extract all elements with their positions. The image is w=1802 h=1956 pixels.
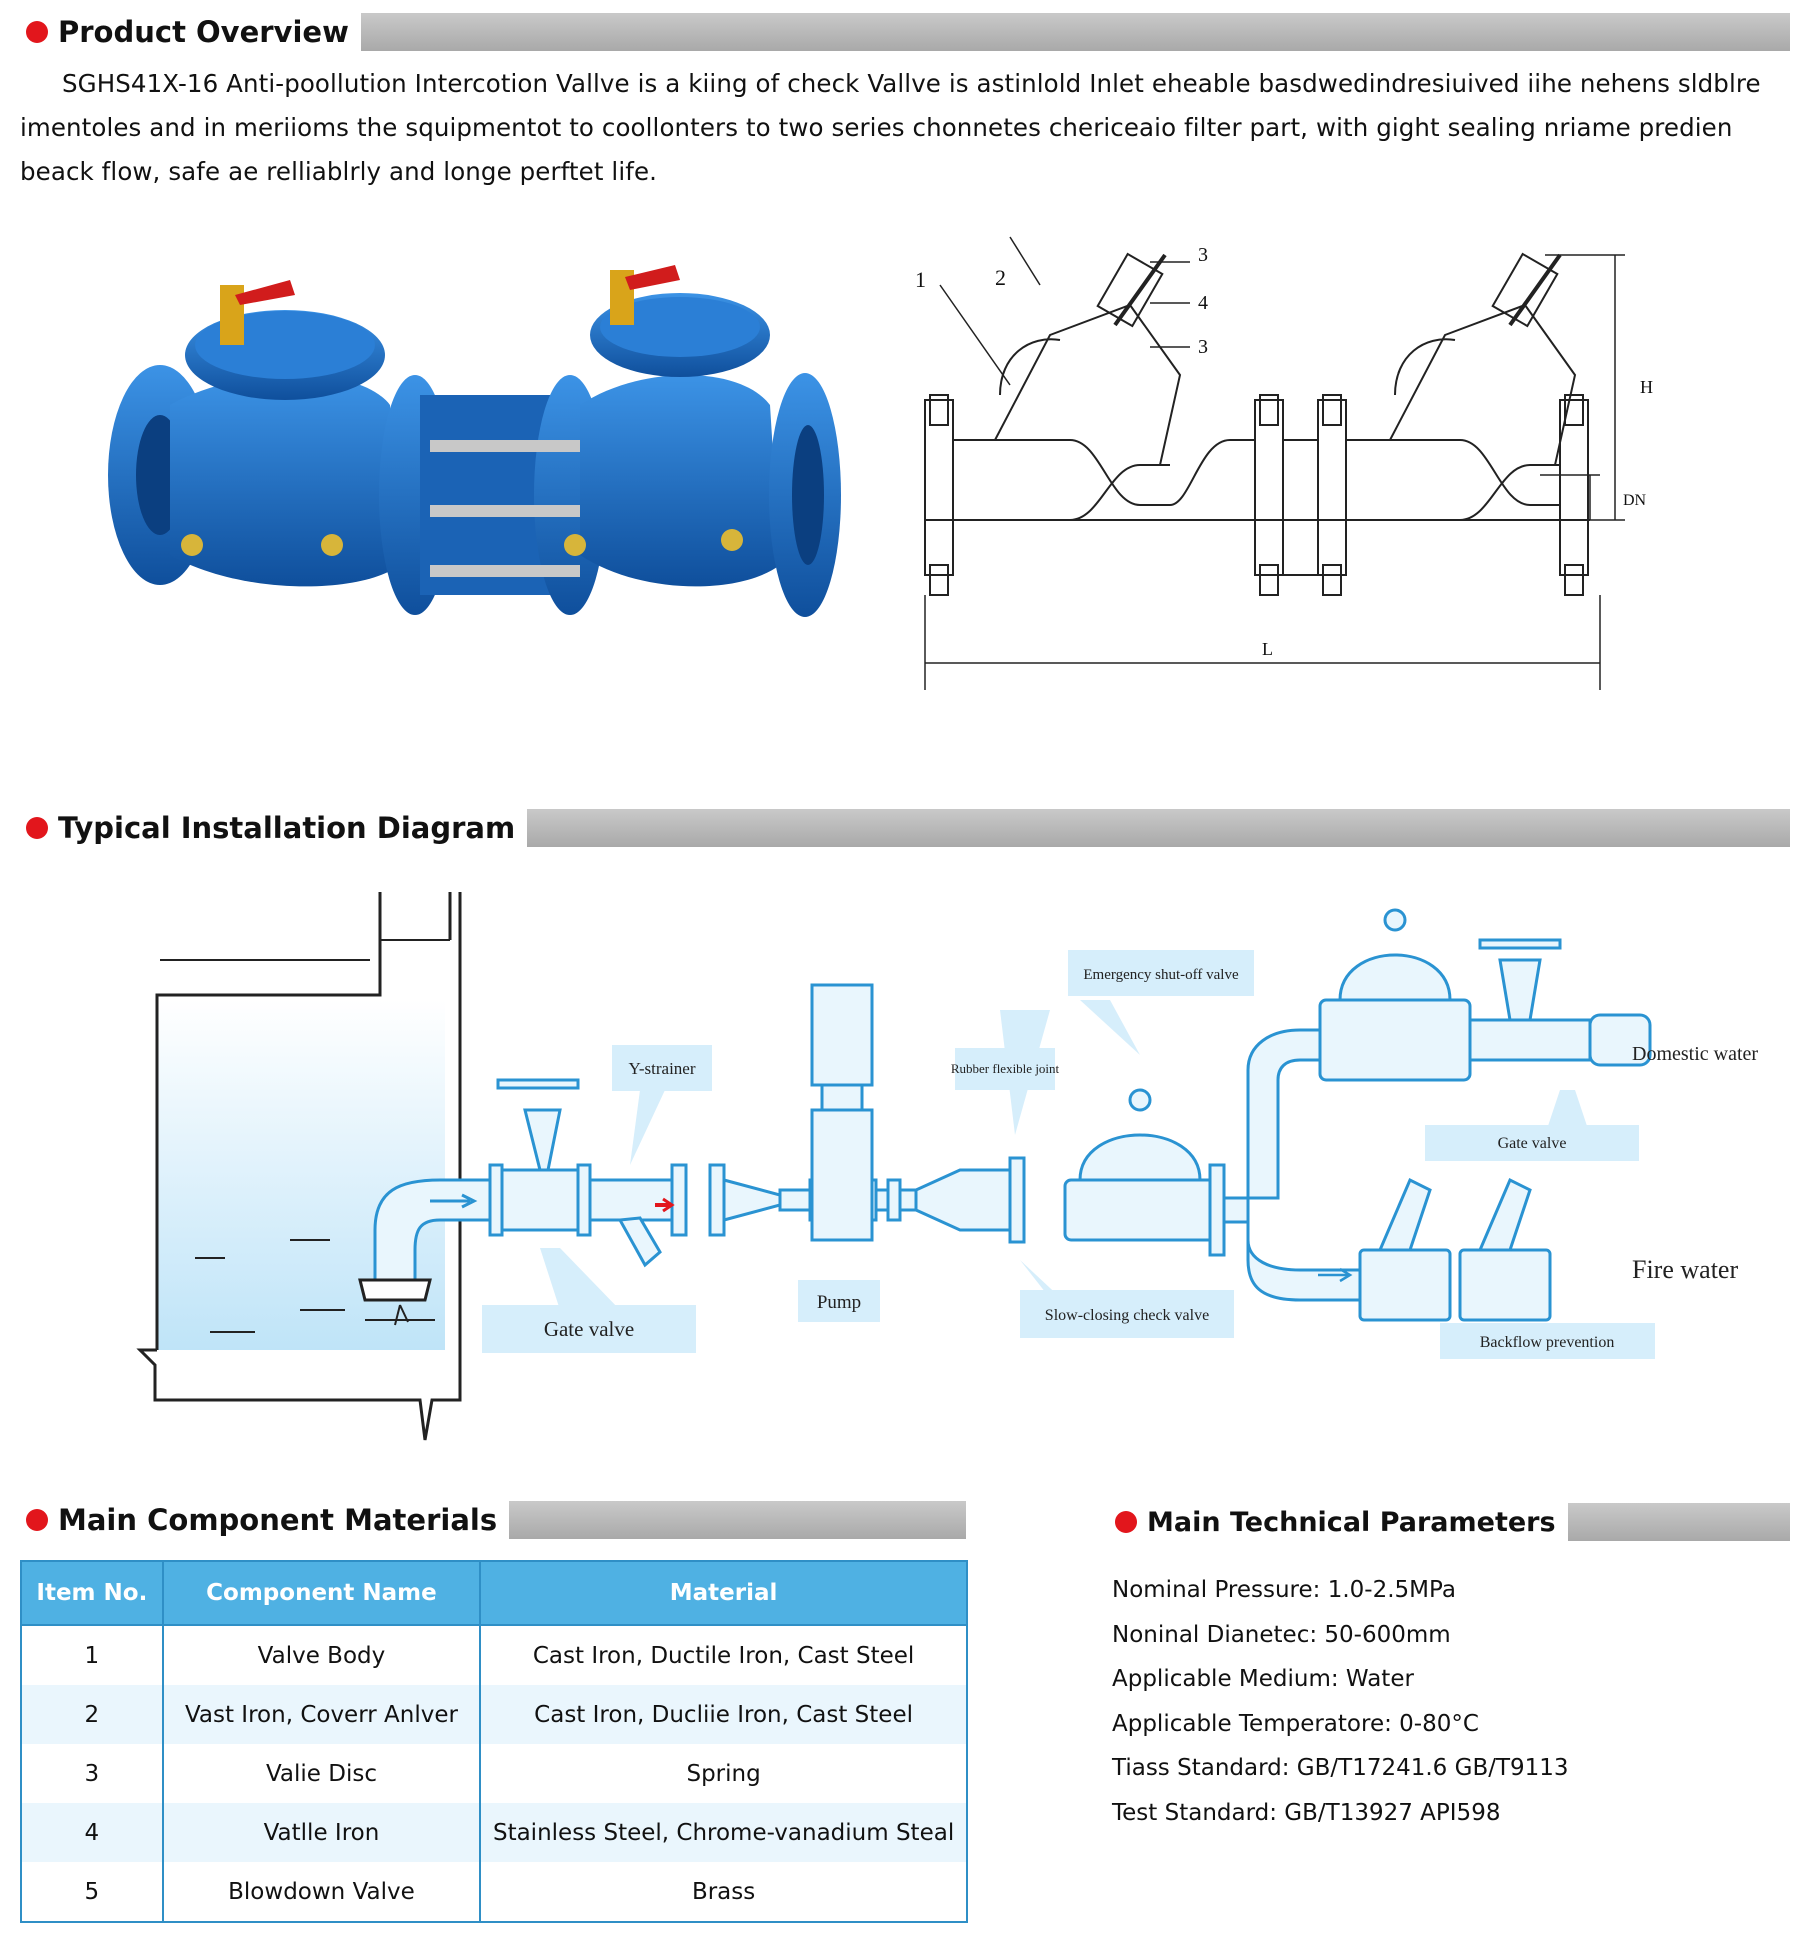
product-overview-header: Product Overview <box>0 12 1790 52</box>
product-photo <box>108 265 841 617</box>
label-rubber-joint: Rubber flexible joint <box>951 1061 1060 1076</box>
label-pump: Pump <box>817 1292 861 1313</box>
section-title: Main Technical Parameters <box>1147 1506 1568 1538</box>
cell-component-name: Valve Body <box>161 1625 482 1685</box>
technical-drawing: 1 2 3 4 3 H DN L <box>915 236 1653 690</box>
header-bar <box>509 1501 966 1539</box>
parameter-class-standard: Tiass Standard: GB/T17241.6 GB/T9113 <box>1112 1755 1569 1781</box>
drawing-label-3b: 3 <box>1198 336 1208 358</box>
cell-item-no: 4 <box>20 1803 164 1862</box>
cell-material: Stainless Steel, Chrome-vanadium Steal <box>479 1803 968 1862</box>
table-row: 2 Vast Iron, Coverr Anlver Cast Iron, Du… <box>20 1685 968 1744</box>
drawing-label-1: 1 <box>915 267 926 292</box>
overview-paragraph: SGHS41X-16 Anti-poollution Intercotion V… <box>20 69 1761 186</box>
cell-component-name: Blowdown Valve <box>161 1862 482 1923</box>
parameter-nominal-diameter: Noninal Dianetec: 50-600mm <box>1112 1621 1451 1648</box>
section-title: Main Component Materials <box>58 1503 510 1537</box>
drawing-dim-h: H <box>1640 377 1653 397</box>
table-row: 3 Valie Disc Spring <box>20 1744 968 1803</box>
label-gate-valve-2: Gate valve <box>1498 1135 1567 1152</box>
parameter-test-standard: Test Standard: GB/T13927 API598 <box>1112 1799 1501 1826</box>
parameter-temperature: Applicable Temperatore: 0-80°C <box>1112 1710 1479 1737</box>
cell-material: Cast Iron, Ducliie Iron, Cast Steel <box>479 1685 968 1744</box>
cell-component-name: Valie Disc <box>161 1744 482 1803</box>
materials-header: Main Component Materials <box>0 1500 966 1540</box>
section-title: Product Overview <box>58 15 361 49</box>
header-bar <box>360 13 1790 51</box>
drawing-dim-l: L <box>1262 639 1273 659</box>
parameters-header: Main Technical Parameters <box>1085 1502 1790 1542</box>
drawing-label-2: 2 <box>995 265 1006 290</box>
cell-material: Brass <box>479 1862 968 1923</box>
cell-component-name: Vast Iron, Coverr Anlver <box>161 1685 482 1744</box>
label-slow-check-valve: Slow-closing check valve <box>1045 1307 1209 1324</box>
bullet-dot-icon <box>1115 1511 1137 1533</box>
cell-item-no: 5 <box>20 1862 164 1923</box>
drawing-label-4: 4 <box>1198 292 1208 314</box>
cell-material: Cast Iron, Ductile Iron, Cast Steel <box>479 1625 968 1685</box>
header-bar <box>1567 1503 1790 1541</box>
label-backflow-prevention: Backflow prevention <box>1480 1334 1615 1351</box>
installation-header: Typical Installation Diagram <box>0 808 1790 848</box>
drawing-label-3a: 3 <box>1198 244 1208 266</box>
header-component-name: Component Name <box>161 1560 482 1626</box>
cell-component-name: Vatlle Iron <box>161 1803 482 1862</box>
bullet-dot-icon <box>26 1509 48 1531</box>
cell-material: Spring <box>479 1744 968 1803</box>
section-title: Typical Installation Diagram <box>58 811 528 845</box>
parameter-nominal-pressure: Nominal Pressure: 1.0-2.5MPa <box>1112 1577 1456 1603</box>
installation-diagram: Y-strainer Gate valve Pump Rubber flexib… <box>136 892 1758 1441</box>
header-material: Material <box>479 1560 968 1626</box>
table-row: 1 Valve Body Cast Iron, Ductile Iron, Ca… <box>20 1625 968 1685</box>
drawing-dim-dn: DN <box>1623 492 1647 509</box>
parameters-list: Nominal Pressure: 1.0-2.5MPa Noninal Dia… <box>1112 1568 1569 1835</box>
header-item-no: Item No. <box>20 1560 164 1626</box>
label-emergency-valve: Emergency shut-off valve <box>1083 967 1239 983</box>
materials-table: Item No. Component Name Material 1 Valve… <box>20 1560 968 1923</box>
table-header-row: Item No. Component Name Material <box>20 1560 968 1626</box>
cell-item-no: 3 <box>20 1744 164 1803</box>
bullet-dot-icon <box>26 21 48 43</box>
label-y-strainer: Y-strainer <box>628 1059 695 1078</box>
header-bar <box>527 809 1790 847</box>
table-row: 5 Blowdown Valve Brass <box>20 1862 968 1923</box>
label-gate-valve-1: Gate valve <box>544 1317 634 1341</box>
label-domestic-water: Domestic water <box>1632 1043 1758 1065</box>
table-row: 4 Vatlle Iron Stainless Steel, Chrome-va… <box>20 1803 968 1862</box>
cell-item-no: 2 <box>20 1685 164 1744</box>
label-fire-water: Fire water <box>1632 1255 1738 1284</box>
parameter-medium: Applicable Medium: Water <box>1112 1666 1414 1692</box>
cell-item-no: 1 <box>20 1625 164 1685</box>
bullet-dot-icon <box>26 817 48 839</box>
